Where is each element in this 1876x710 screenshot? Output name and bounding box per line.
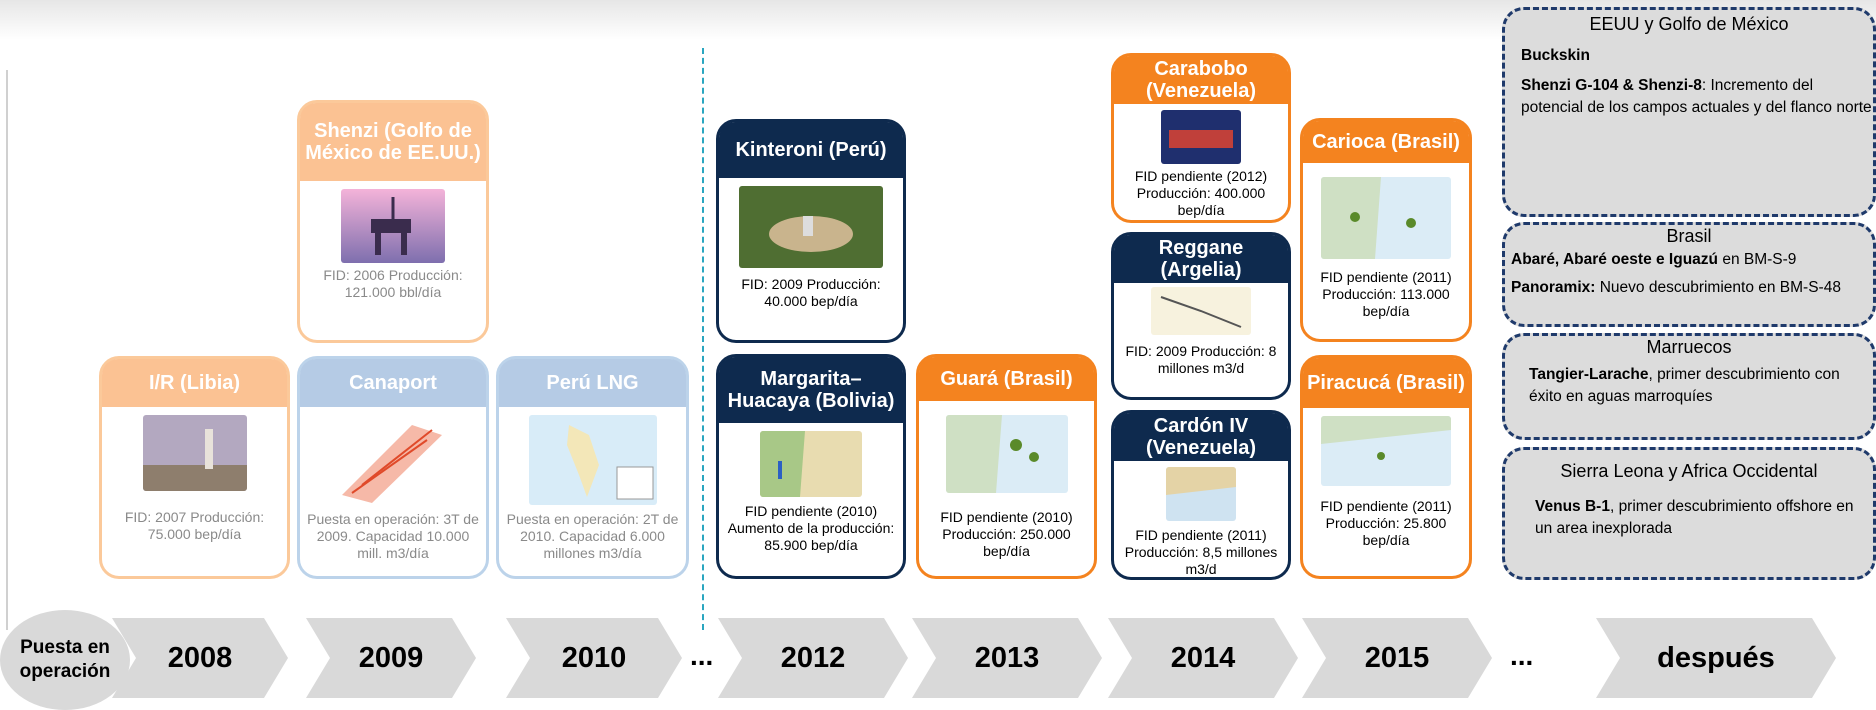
card-peru-lng: Perú LNG Puesta en operación: 2T de 2010… [496, 356, 689, 579]
region-marruecos: Marruecos Tangier-Larache, primer descub… [1502, 333, 1876, 440]
year-2015: 2015 [1302, 618, 1492, 698]
card-title: Cardón IV (Venezuela) [1114, 413, 1288, 461]
region-item: Tangier-Larache [1529, 366, 1649, 383]
region-item: Shenzi G-104 & Shenzi-8 [1521, 77, 1702, 94]
card-text: FID pendiente (2012) Producción: 400.000… [1134, 168, 1268, 218]
card-text: FID: 2009 Producción: 8 millones m3/d [1125, 343, 1277, 376]
card-title: Carioca (Brasil) [1303, 121, 1469, 163]
card-text: FID: 2009 Producción: 40.000 bep/día [741, 276, 881, 309]
card-reggane: Reggane (Argelia) FID: 2009 Producción: … [1111, 232, 1291, 400]
region-title: EEUU y Golfo de México [1589, 14, 1789, 34]
card-text: FID pendiente (2010) Producción: 250.000… [940, 509, 1073, 559]
card-title: Piracucá (Brasil) [1303, 358, 1469, 408]
card-shenzi: Shenzi (Golfo de México de EE.UU.) FID: … [297, 100, 489, 343]
timeline-divider [702, 48, 704, 630]
region-title: Sierra Leona y Africa Occidental [1560, 461, 1818, 481]
region-item: Buckskin [1521, 47, 1590, 64]
card-text: FID pendiente (2011) Producción: 8,5 mil… [1124, 527, 1278, 577]
region-title: Brasil [1666, 226, 1712, 246]
card-ir-libia: I/R (Libia) FID: 2007 Producción: 75.000… [99, 356, 290, 579]
card-text: FID pendiente (2011) Producción: 25.800 … [1320, 498, 1452, 548]
card-carabobo: Carabobo (Venezuela) FID pendiente (2012… [1111, 53, 1291, 223]
region-item: Venus B-1 [1535, 498, 1610, 515]
card-carioca: Carioca (Brasil) FID pendiente (2011) Pr… [1300, 118, 1472, 342]
year-despues: después [1596, 618, 1836, 698]
card-title: Guará (Brasil) [919, 357, 1094, 401]
year-2010: 2010 [506, 618, 682, 698]
left-rule [6, 70, 8, 630]
jungle-site-image [739, 186, 883, 268]
map-image [1166, 467, 1236, 521]
card-title: Kinteroni (Perú) [719, 122, 903, 178]
region-title: Marruecos [1646, 337, 1732, 357]
card-title: Canaport [300, 359, 486, 407]
map-image [1161, 110, 1241, 164]
card-piracuca: Piracucá (Brasil) FID pendiente (2011) P… [1300, 355, 1472, 579]
year-2009: 2009 [306, 618, 476, 698]
region-eeuu: EEUU y Golfo de México Buckskin Shenzi G… [1502, 7, 1876, 217]
timeline-ellipsis: ... [690, 640, 714, 671]
card-title: Reggane (Argelia) [1114, 235, 1288, 283]
card-title: Shenzi (Golfo de México de EE.UU.) [300, 103, 486, 181]
year-2008: 2008 [112, 618, 288, 698]
region-item-text: , primer descubrimiento con éxito en agu… [1529, 366, 1840, 405]
map-image [1321, 416, 1451, 486]
map-image [1321, 177, 1451, 259]
map-image [528, 415, 657, 505]
timeline-start-label: Puesta en operación [0, 610, 130, 710]
oil-platform-image [341, 189, 445, 263]
map-image [1151, 287, 1251, 335]
region-item-text: Nuevo descubrimiento en BM-S-48 [1595, 279, 1841, 296]
card-text: Puesta en operación: 2T de 2010. Capacid… [506, 511, 679, 561]
map-image [945, 415, 1068, 493]
region-item: Panoramix: [1511, 279, 1596, 296]
region-item-text: , primer descubrimiento offshore en un a… [1535, 498, 1854, 537]
timeline-ellipsis: ... [1510, 640, 1534, 671]
card-cardon: Cardón IV (Venezuela) FID pendiente (201… [1111, 410, 1291, 580]
year-2013: 2013 [912, 618, 1102, 698]
card-canaport: Canaport Puesta en operación: 3T de 2009… [297, 356, 489, 579]
region-item-text: en BM-S-9 [1718, 251, 1797, 268]
card-text: Puesta en operación: 3T de 2009. Capacid… [307, 511, 479, 561]
card-kinteroni: Kinteroni (Perú) FID: 2009 Producción: 4… [716, 119, 906, 343]
map-image [760, 431, 862, 497]
year-2012: 2012 [718, 618, 908, 698]
card-title: I/R (Libia) [102, 359, 287, 407]
oil-field-image [142, 415, 247, 491]
year-2014: 2014 [1108, 618, 1298, 698]
card-title: Margarita– Huacaya (Bolivia) [719, 357, 903, 423]
card-guara: Guará (Brasil) FID pendiente (2010) Prod… [916, 354, 1097, 579]
map-image [332, 415, 454, 503]
card-text: FID: 2007 Producción: 75.000 bep/día [124, 509, 265, 542]
region-brasil: Brasil Abaré, Abaré oeste e Iguazú en BM… [1502, 222, 1876, 327]
card-text: FID: 2006 Producción: 121.000 bbl/día [323, 267, 463, 300]
card-text: FID pendiente (2010) Aumento de la produ… [727, 503, 895, 553]
card-margarita: Margarita– Huacaya (Bolivia) FID pendien… [716, 354, 906, 579]
region-item-text: : Incremento del potencial de los campos… [1521, 77, 1872, 116]
card-title: Carabobo (Venezuela) [1114, 56, 1288, 104]
region-sierra-leona: Sierra Leona y Africa Occidental Venus B… [1502, 447, 1876, 580]
region-item: Abaré, Abaré oeste e Iguazú [1511, 251, 1719, 268]
card-text: FID pendiente (2011) Producción: 113.000… [1320, 269, 1452, 319]
card-title: Perú LNG [499, 359, 686, 407]
